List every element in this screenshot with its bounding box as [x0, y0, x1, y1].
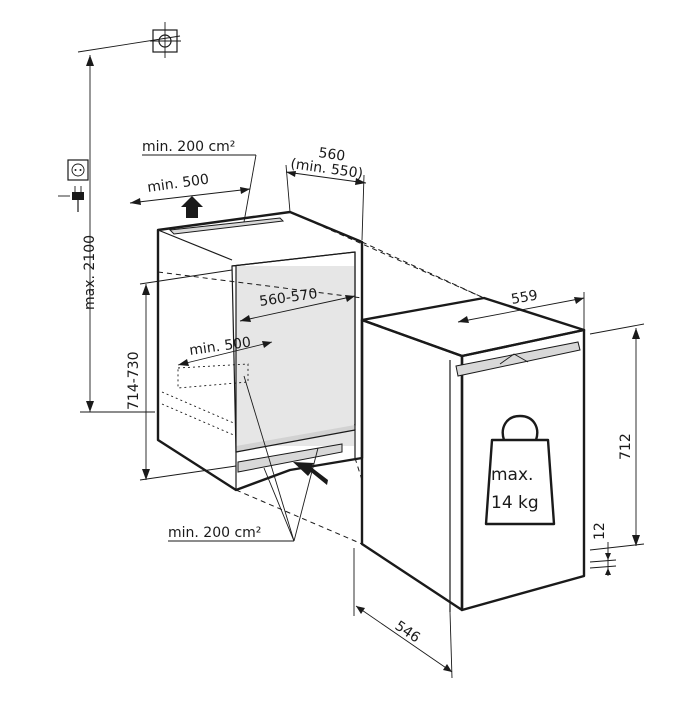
max-height-label: max. 2100: [82, 235, 98, 310]
appliance-body: [360, 296, 586, 612]
appliance-height-dimension: 712: [589, 323, 645, 551]
airflow-arrow-icon: [293, 462, 328, 485]
vent-top-area-callout: min. 200 cm²: [142, 139, 257, 223]
vent-top-area-label: min. 200 cm²: [142, 139, 235, 155]
door-offset-label: 12: [592, 522, 608, 540]
appliance-depth-label: 546: [392, 618, 423, 646]
niche-width-label: 560: [317, 145, 346, 165]
airflow-arrow-icon: [181, 196, 203, 218]
door-offset-dimension: 12: [589, 522, 617, 576]
sanitary-connection-icon: [77, 22, 181, 58]
vent-bottom-area-label: min. 200 cm²: [168, 525, 261, 541]
appliance-depth-dimension: 546: [353, 548, 453, 679]
plug-icon: [58, 186, 84, 212]
vent-top-depth-label: min. 500: [146, 171, 210, 195]
power-socket-icon: [67, 159, 89, 181]
weight-label-value: 14 kg: [491, 493, 539, 513]
vent-bottom-area-callout: min. 200 cm²: [168, 375, 319, 542]
appliance-height-label: 712: [618, 433, 634, 460]
weight-label-max: max.: [491, 465, 533, 485]
niche-height-label: 714-730: [126, 352, 142, 411]
weight-icon: max. 14 kg: [484, 414, 556, 526]
appliance-width-label: 559: [510, 288, 539, 308]
niche-height-dimension: 714-730: [126, 269, 237, 481]
appliance-width-dimension: 559: [457, 288, 585, 330]
max-height-dimension: max. 2100: [80, 55, 155, 413]
